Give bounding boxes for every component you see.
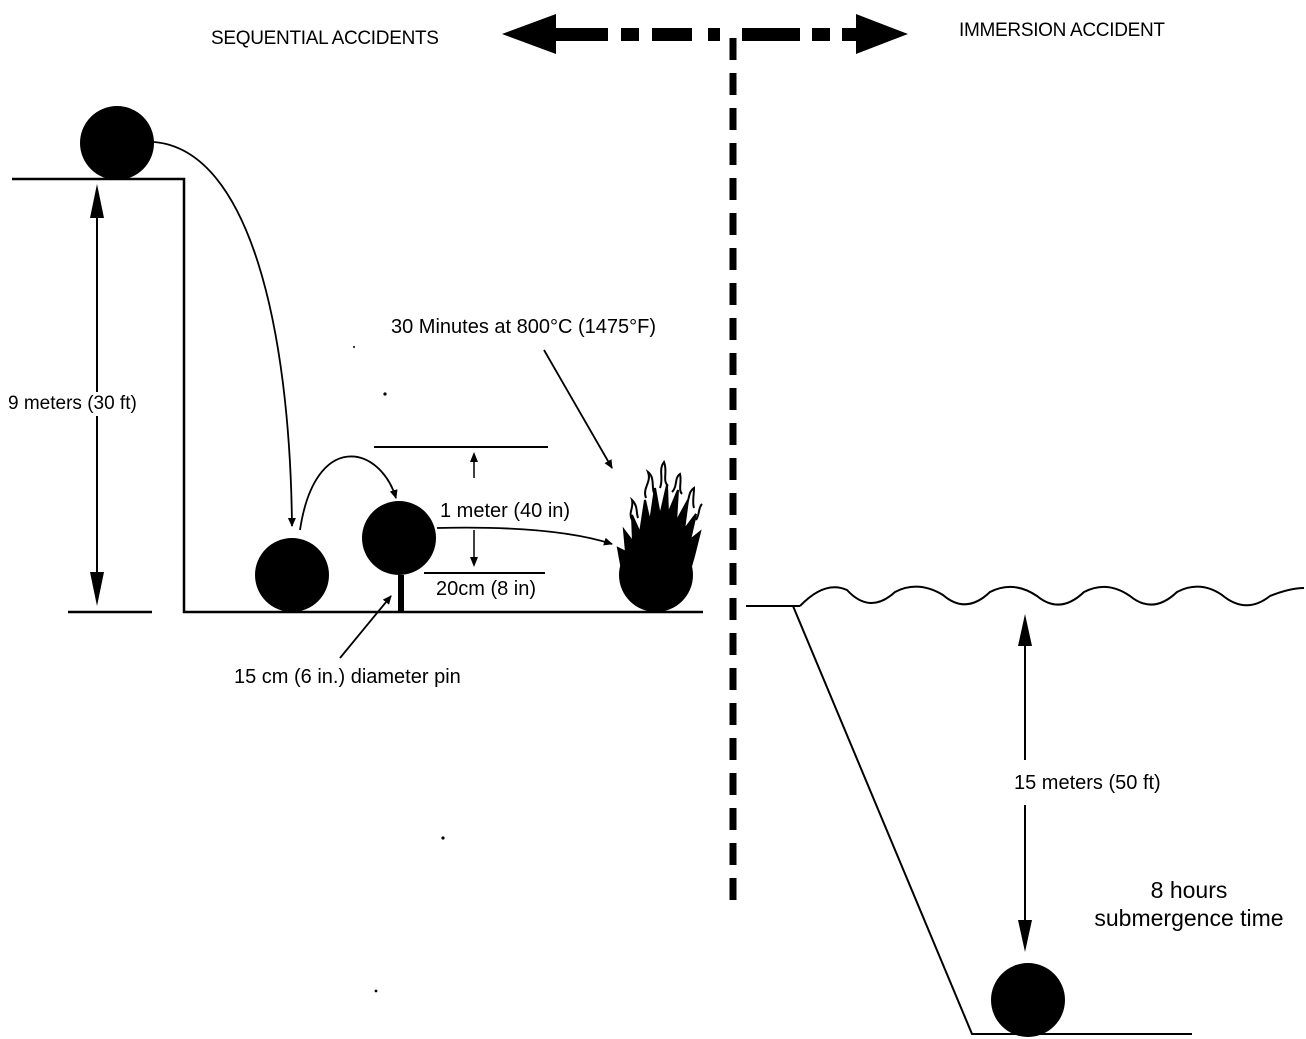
drop-trajectory bbox=[153, 141, 296, 527]
immersion-depth-label: 15 meters (50 ft) bbox=[1014, 772, 1161, 795]
scan-speck bbox=[374, 989, 378, 993]
left-arrowhead bbox=[502, 14, 556, 54]
seabed bbox=[792, 605, 1192, 1035]
puncture-trajectory bbox=[299, 455, 398, 531]
scan-speck bbox=[441, 836, 445, 840]
drop-platform bbox=[12, 177, 703, 614]
package-submerged bbox=[991, 963, 1065, 1037]
submergence-line-1: 8 hours bbox=[1150, 877, 1228, 903]
right-arrowhead bbox=[856, 14, 908, 54]
immersion-accident-header: IMMERSION ACCIDENT bbox=[959, 20, 1165, 41]
fire-test-label: 30 Minutes at 800°C (1475°F) bbox=[391, 316, 657, 338]
scan-speck bbox=[383, 392, 387, 396]
package-after-drop bbox=[255, 538, 329, 612]
puncture-pin bbox=[398, 575, 404, 612]
pin-height-label: 20cm (8 in) bbox=[436, 578, 537, 600]
fire-flames-icon bbox=[616, 459, 703, 571]
scan-speck bbox=[353, 346, 355, 348]
package-at-top bbox=[80, 106, 154, 180]
submergence-line-2: submergence time bbox=[1094, 905, 1284, 931]
fire-pointer bbox=[543, 349, 613, 469]
pin-pointer bbox=[339, 595, 392, 659]
submergence-time-label: 8 hours submergence time bbox=[1074, 876, 1304, 932]
fire-trajectory bbox=[436, 526, 613, 546]
drop-height-label: 9 meters (30 ft) bbox=[8, 392, 137, 416]
package-on-pin bbox=[362, 501, 436, 575]
sequential-accidents-header: SEQUENTIAL ACCIDENTS bbox=[211, 28, 439, 49]
depth-dimension bbox=[1018, 614, 1032, 952]
puncture-drop-label: 1 meter (40 in) bbox=[440, 500, 571, 522]
section-divider-arrows bbox=[502, 14, 908, 54]
puncture-dimension bbox=[374, 446, 548, 574]
pin-diameter-label: 15 cm (6 in.) diameter pin bbox=[234, 666, 461, 688]
water-surface bbox=[746, 585, 1305, 607]
